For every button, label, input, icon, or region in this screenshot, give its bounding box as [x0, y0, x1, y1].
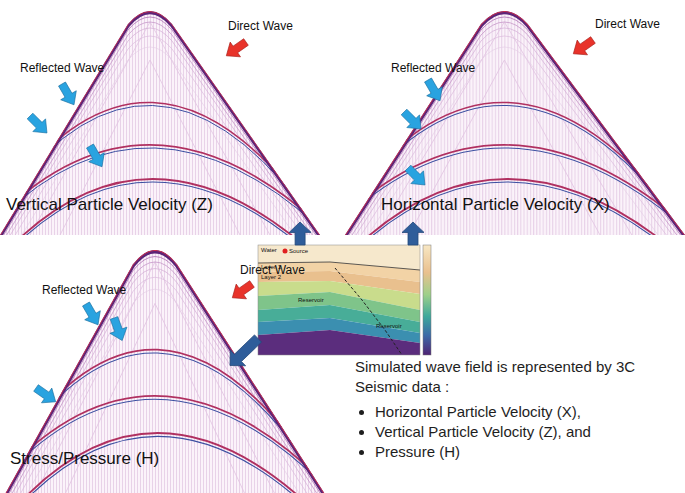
flow-arrow	[402, 222, 424, 245]
wave-annotation: Direct Wave	[595, 18, 660, 31]
bullet-item: Vertical Particle Velocity (Z), and	[375, 422, 677, 442]
source-dot	[283, 249, 288, 254]
panel-title: Vertical Particle Velocity (Z)	[6, 196, 213, 215]
wave-annotation: Direct Wave	[228, 20, 293, 33]
model-label: Source	[289, 248, 308, 255]
bullet-list: Horizontal Particle Velocity (X),Vertica…	[355, 402, 677, 462]
model-label: Water	[261, 247, 277, 254]
bullet-item: Horizontal Particle Velocity (X),	[375, 402, 677, 422]
seismic-gather	[5, 238, 325, 493]
blue-arrow	[31, 381, 61, 410]
blue-arrow	[420, 76, 448, 106]
seismic-gather	[0, 0, 320, 271]
gather-panel: Direct WaveReflected WaveHorizontal Part…	[345, 0, 685, 222]
blue-arrow	[24, 110, 54, 140]
model-section: WaterSourceLayer 1Layer 2ReservoirReserv…	[258, 245, 420, 355]
gather-panel: Direct WaveReflected WaveVertical Partic…	[0, 0, 320, 222]
red-arrow	[221, 35, 251, 64]
seismic-gather	[345, 0, 685, 271]
model-label: Reservoir	[376, 323, 402, 330]
flow-arrow	[289, 222, 311, 245]
wave-annotation: Direct Wave	[240, 264, 305, 277]
direct-wave-pointers	[221, 33, 598, 306]
velocity-model	[258, 245, 431, 355]
model-layer	[258, 330, 420, 355]
flow-arrow	[230, 335, 262, 366]
blue-arrow	[54, 80, 82, 110]
red-arrow	[227, 277, 257, 306]
blue-arrow	[106, 315, 131, 344]
note-text: Simulated wave field is represented by 3…	[355, 357, 677, 397]
model-label: Reservoir	[298, 297, 324, 304]
blue-arrow	[78, 300, 106, 330]
wave-annotation: Reflected Wave	[391, 62, 475, 75]
blue-arrow	[398, 106, 428, 136]
bullet-item: Pressure (H)	[375, 442, 677, 462]
color-bar	[423, 245, 431, 355]
wave-annotation: Reflected Wave	[42, 284, 126, 297]
blue-arrow	[82, 142, 110, 172]
gather-panel: Direct WaveReflected WaveStress/Pressure…	[0, 238, 230, 493]
fault-line	[335, 268, 402, 355]
notes-block: Simulated wave field is represented by 3…	[355, 357, 677, 462]
red-arrow	[568, 33, 598, 62]
model-frame	[258, 245, 420, 355]
note-text: Simulated wave field is represented by 3…	[355, 358, 635, 395]
wave-annotation: Reflected Wave	[20, 62, 104, 75]
panel-title: Horizontal Particle Velocity (X)	[381, 196, 610, 215]
panel-title: Stress/Pressure (H)	[10, 450, 159, 469]
blue-arrow	[402, 162, 432, 192]
